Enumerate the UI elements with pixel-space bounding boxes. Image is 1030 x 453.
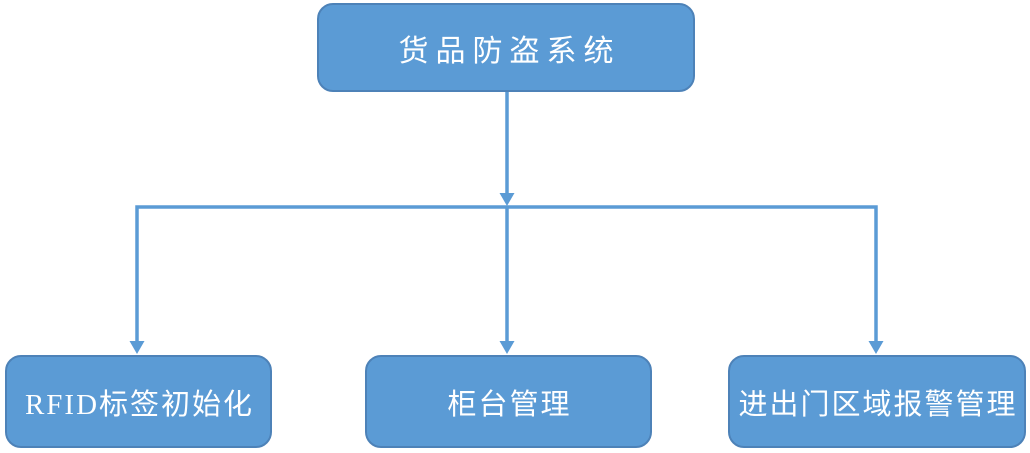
node-rfid-tag-init: RFID标签初始化: [5, 355, 272, 448]
node-rfid-tag-init-label: RFID标签初始化: [24, 388, 255, 421]
node-root: 货品防盗系统: [317, 3, 695, 92]
node-root-label: 货品防盗系统: [398, 34, 621, 68]
arrowhead-left: [129, 341, 145, 354]
node-counter-management-label: 柜台管理: [447, 388, 572, 421]
arrowhead-center: [499, 341, 515, 354]
node-counter-management: 柜台管理: [365, 355, 652, 448]
node-door-area-alarm: 进出门区域报警管理: [728, 355, 1026, 448]
node-door-area-alarm-label: 进出门区域报警管理: [738, 388, 1018, 421]
arrowhead-root: [499, 193, 515, 206]
connector-distribution-bar: [135, 205, 878, 342]
arrowhead-right: [868, 341, 884, 354]
